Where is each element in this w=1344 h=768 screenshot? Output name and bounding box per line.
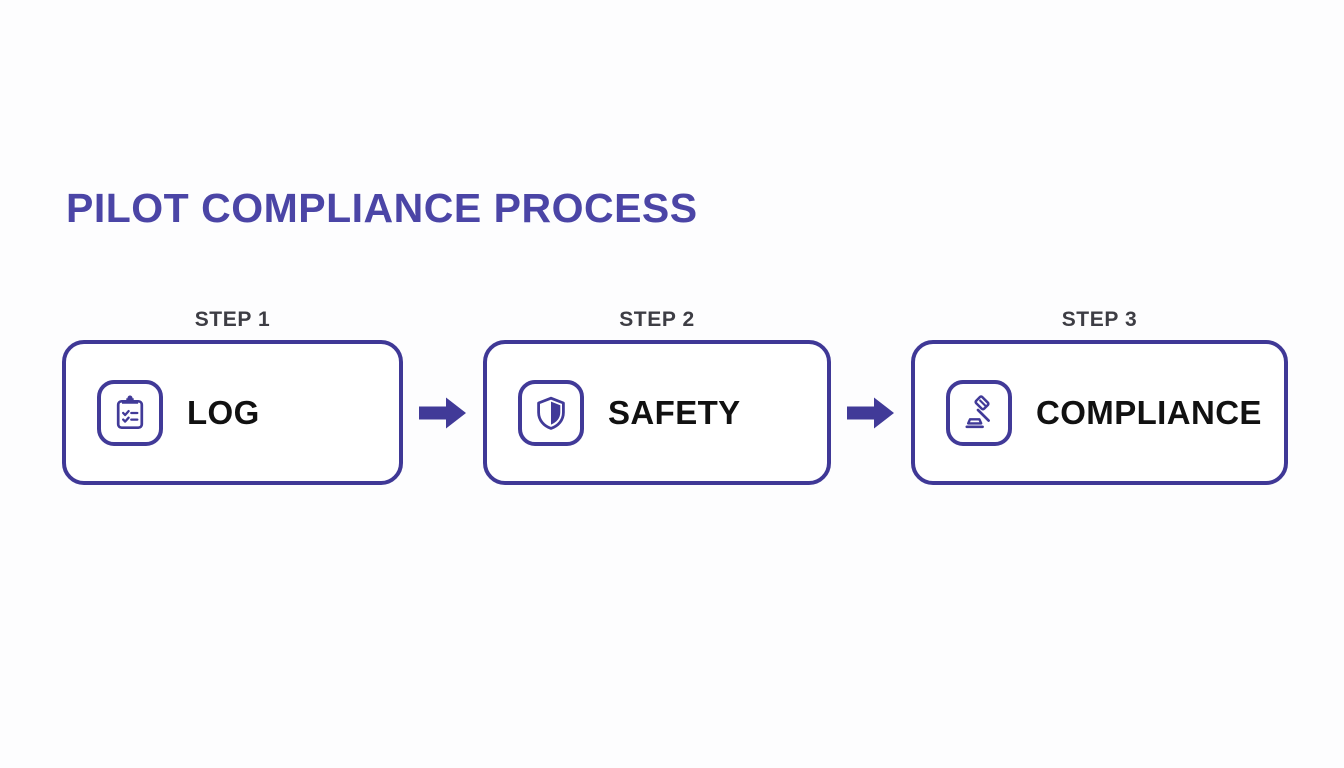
process-step-3[interactable]: STEP 3 <box>911 308 1288 485</box>
step-1-card[interactable]: LOG <box>62 340 403 485</box>
step-1-icon-frame <box>97 379 163 446</box>
step-3-title: COMPLIANCE <box>1036 393 1262 431</box>
step-3-label: STEP 3 <box>1061 308 1138 331</box>
connector-2 <box>843 389 899 437</box>
clipboard-checklist-icon <box>111 394 149 432</box>
step-2-icon-frame <box>518 379 584 446</box>
page-title: PILOT COMPLIANCE PROCESS <box>66 185 698 231</box>
step-2-label: STEP 2 <box>619 308 695 331</box>
process-step-1[interactable]: STEP 1 <box>62 308 403 485</box>
arrow-right-icon <box>846 393 896 433</box>
step-3-card[interactable]: COMPLIANCE <box>911 340 1288 485</box>
step-2-title: SAFETY <box>608 393 741 431</box>
arrow-right-icon <box>418 393 468 433</box>
gavel-icon <box>960 394 998 432</box>
process-step-2[interactable]: STEP 2 SAFETY <box>483 308 831 485</box>
step-2-card[interactable]: SAFETY <box>483 340 831 485</box>
process-flow: STEP 1 <box>62 308 1288 485</box>
connector-1 <box>415 389 471 437</box>
step-1-label: STEP 1 <box>194 308 271 331</box>
step-1-title: LOG <box>187 393 260 431</box>
shield-icon <box>532 394 570 432</box>
step-3-icon-frame <box>946 379 1012 446</box>
